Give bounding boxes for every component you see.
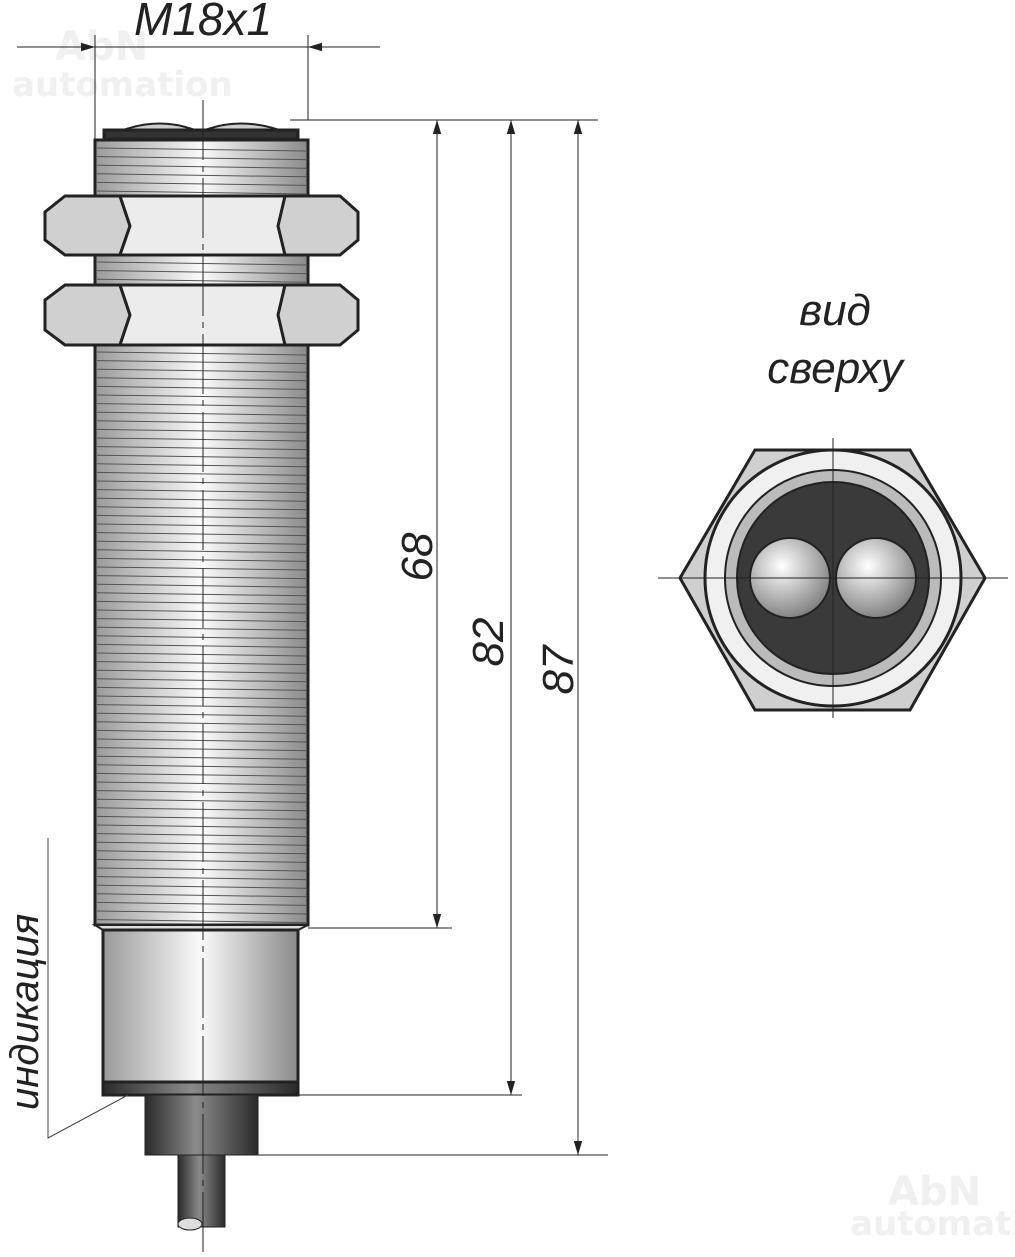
thread-line <box>96 147 307 152</box>
thread-line <box>96 437 307 442</box>
thread-line <box>96 661 307 666</box>
thread-line <box>96 695 307 700</box>
watermark-bottom: AbN automation <box>850 1169 1015 1244</box>
thread-line <box>96 798 307 803</box>
thread-line <box>96 403 307 408</box>
thread-line <box>96 420 307 425</box>
thread-line <box>96 278 307 283</box>
sensor-top-view <box>658 438 1008 718</box>
thread-line <box>96 807 307 812</box>
thread-line <box>96 790 307 795</box>
watermark-top: AbN automation <box>12 24 233 105</box>
thread-line <box>96 764 307 769</box>
svg-text:automation: automation <box>850 1204 1015 1244</box>
thread-line <box>96 781 307 786</box>
thread-line <box>96 181 307 186</box>
thread-line <box>96 772 307 777</box>
thread-line <box>96 833 307 838</box>
thread-line <box>96 618 307 623</box>
thread-line <box>96 575 307 580</box>
thread-line <box>96 686 307 691</box>
dim-68: 68 <box>393 532 442 581</box>
thread-line <box>96 729 307 734</box>
thread-line <box>96 850 307 855</box>
thread-line <box>96 471 307 476</box>
thread-line <box>96 506 307 511</box>
thread-line <box>96 385 307 390</box>
thread-line <box>96 643 307 648</box>
thread-line <box>96 368 307 373</box>
sensor-side-view <box>43 122 360 1231</box>
thread-line <box>96 893 307 898</box>
thread-line <box>96 394 307 399</box>
thread-line <box>96 532 307 537</box>
top-view-title-1: вид <box>799 286 871 335</box>
thread-line <box>96 173 307 178</box>
thread-line <box>96 669 307 674</box>
thread-line <box>96 721 307 726</box>
thread-line <box>96 351 307 356</box>
indication-leader <box>47 838 129 1139</box>
thread-line <box>96 755 307 760</box>
dim-82: 82 <box>464 618 513 667</box>
thread-line <box>96 635 307 640</box>
thread-line <box>96 463 307 468</box>
thread-line <box>96 549 307 554</box>
thread-line <box>96 592 307 597</box>
thread-line <box>96 600 307 605</box>
svg-text:automation: automation <box>12 65 233 105</box>
thread-line <box>96 446 307 451</box>
dim-87: 87 <box>534 644 583 694</box>
thread-line <box>96 841 307 846</box>
thread-line <box>96 514 307 519</box>
svg-text:AbN: AbN <box>888 1169 981 1215</box>
thread-line <box>96 919 307 924</box>
thread-line <box>96 566 307 571</box>
thread-line <box>96 876 307 881</box>
thread-line <box>96 712 307 717</box>
thread-line <box>96 428 307 433</box>
thread-line <box>96 190 307 195</box>
thread-line <box>96 678 307 683</box>
length-dimensions <box>258 119 608 1156</box>
thread-line <box>96 497 307 502</box>
thread-dimension <box>17 35 380 140</box>
thread-line <box>96 583 307 588</box>
thread-line <box>96 377 307 382</box>
thread-line <box>96 540 307 545</box>
thread-line <box>96 867 307 872</box>
thread-line <box>96 164 307 169</box>
thread-line <box>96 704 307 709</box>
thread-label: M18x1 <box>134 0 272 45</box>
thread-line <box>96 270 307 275</box>
top-view-title-2: сверху <box>767 344 905 393</box>
thread-line <box>96 858 307 863</box>
thread-line <box>96 523 307 528</box>
thread-line <box>96 738 307 743</box>
thread-line <box>96 901 307 906</box>
thread-line <box>96 747 307 752</box>
thread-line <box>96 884 307 889</box>
thread-line <box>96 489 307 494</box>
thread-line <box>96 411 307 416</box>
thread-line <box>96 557 307 562</box>
thread-line <box>96 815 307 820</box>
thread-line <box>96 480 307 485</box>
thread-line <box>96 261 307 266</box>
thread-line <box>96 609 307 614</box>
thread-line <box>96 910 307 915</box>
thread-line <box>96 652 307 657</box>
thread-line <box>96 454 307 459</box>
indication-label: индикация <box>3 914 47 1110</box>
thread-line <box>96 156 307 161</box>
thread-line <box>96 824 307 829</box>
thread-line <box>96 360 307 365</box>
thread-line <box>96 626 307 631</box>
